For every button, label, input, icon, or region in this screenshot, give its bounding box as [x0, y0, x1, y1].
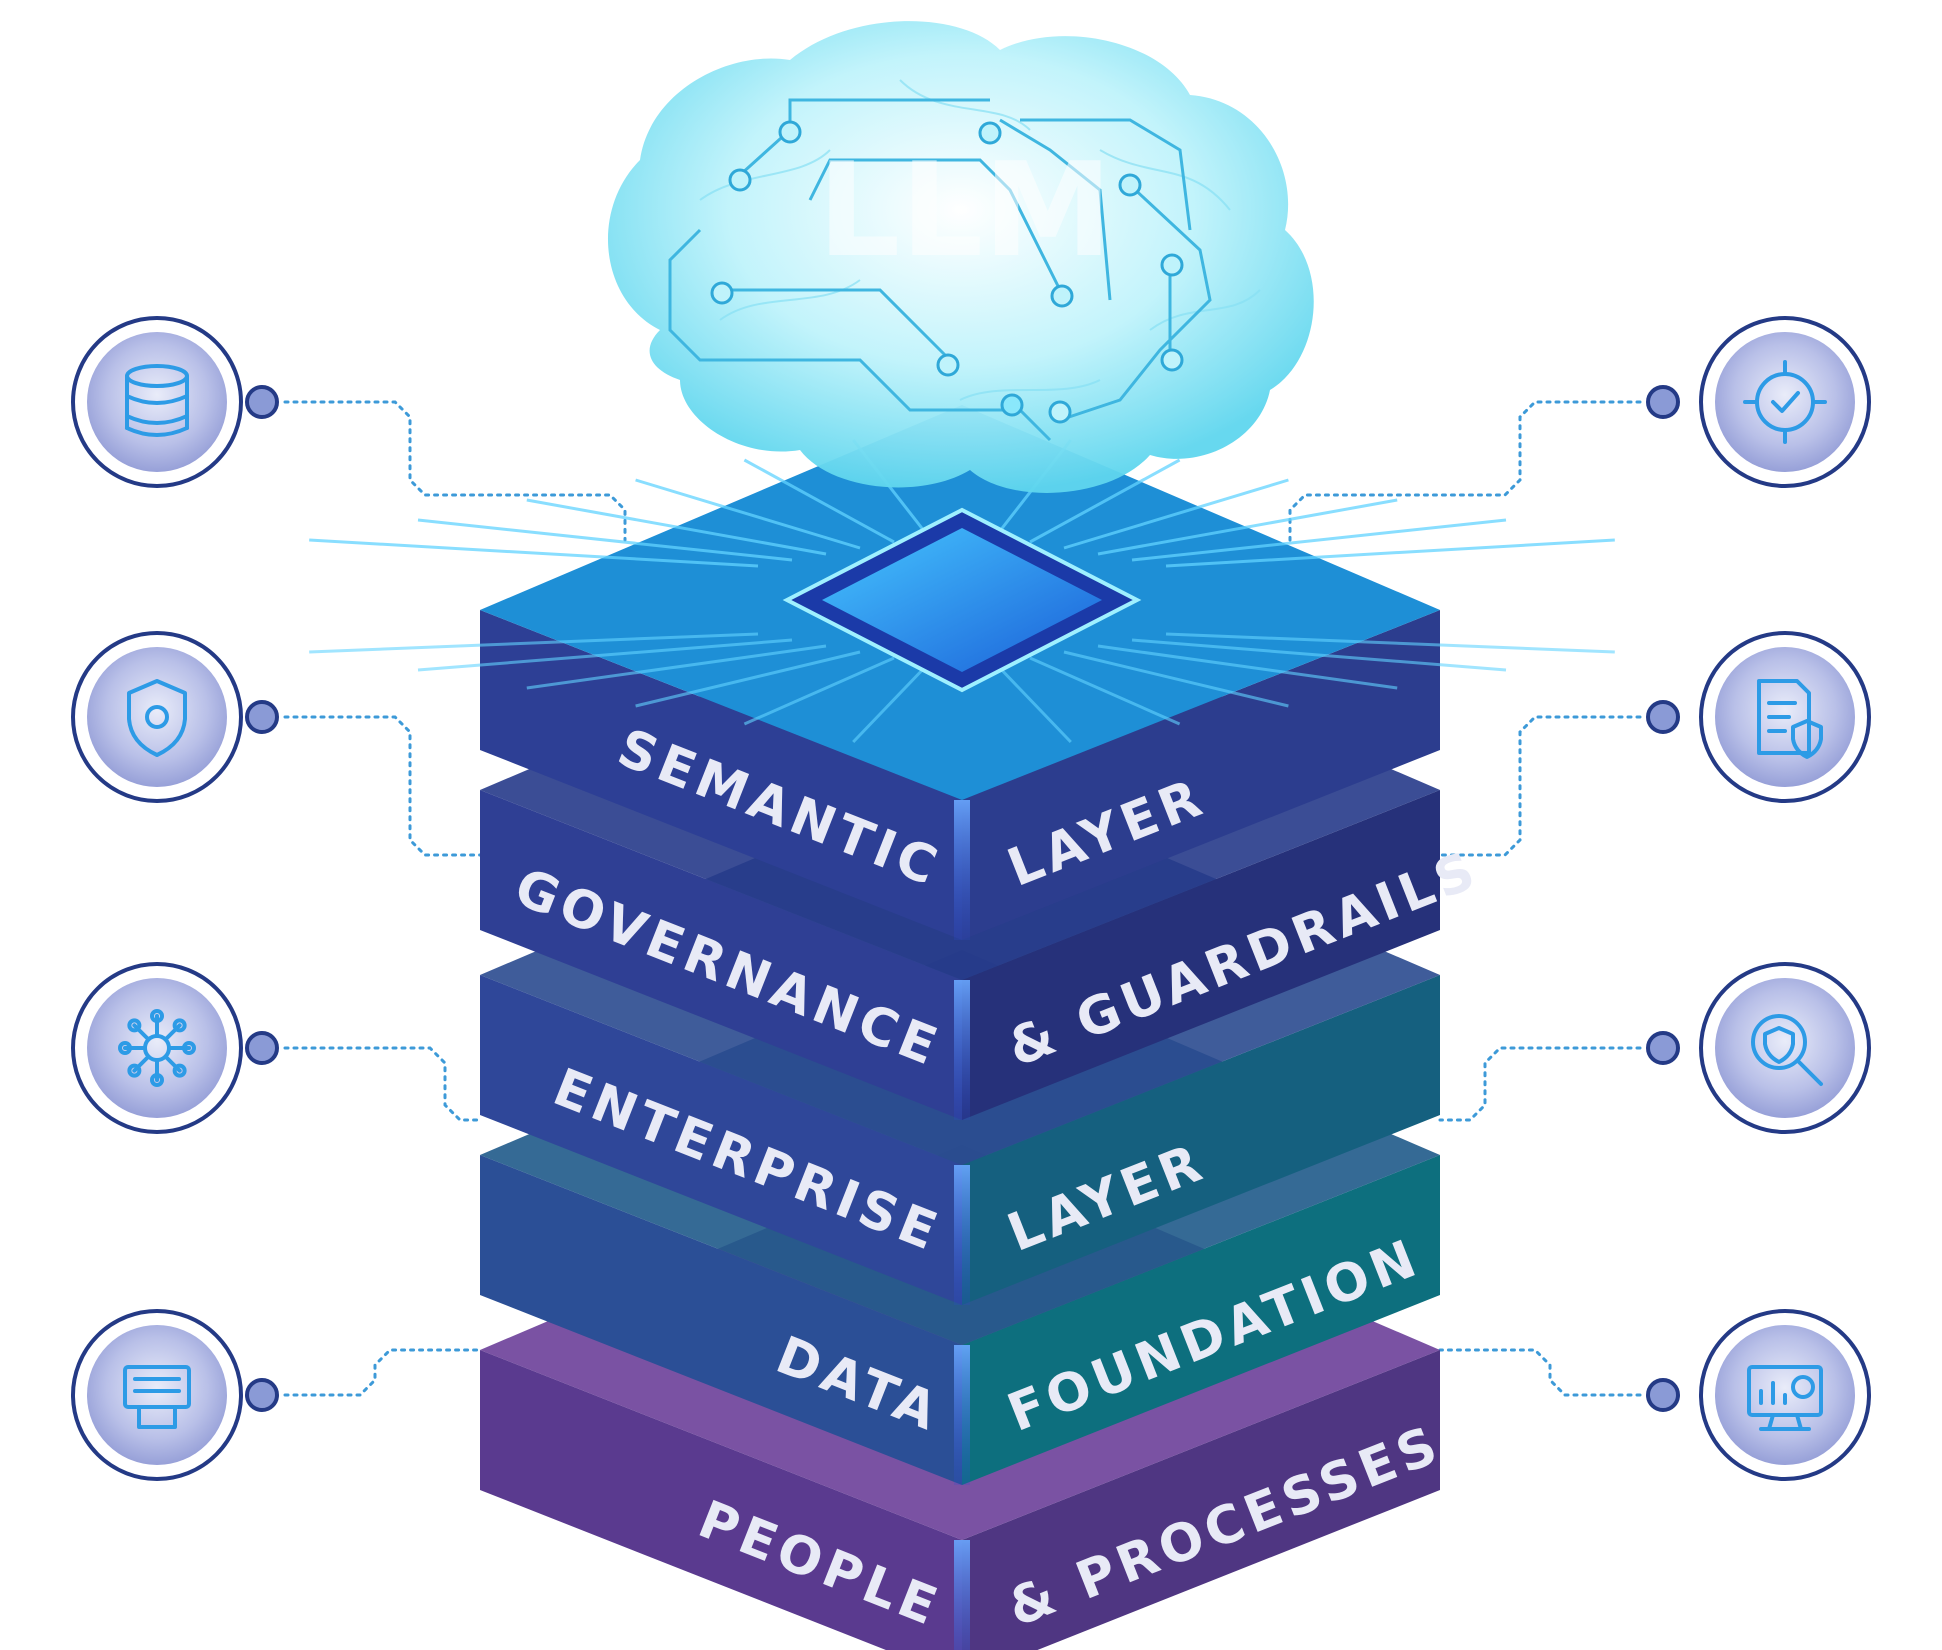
- badge-fill: [1715, 332, 1855, 472]
- layer-seam: [954, 980, 970, 1120]
- circuit-trace: [1029, 656, 1181, 726]
- brain-text: LLM: [817, 134, 1112, 286]
- layer-side-left: [480, 1350, 962, 1650]
- circuit-trace: [1165, 632, 1615, 654]
- layer-side-right: [962, 1155, 1440, 1485]
- layer-seam: [954, 800, 970, 940]
- circuit-board-top: [309, 439, 1615, 744]
- badge-fill: [87, 978, 227, 1118]
- connector-node: [1646, 1378, 1680, 1412]
- circuit-trace: [1029, 458, 1181, 544]
- database-icon: [125, 364, 189, 437]
- monitor-chart-icon: [1747, 1365, 1823, 1431]
- circuit-trace: [852, 662, 930, 744]
- circuit-trace: [417, 518, 793, 562]
- circuit-trace: [1165, 538, 1615, 568]
- connector-node: [1646, 385, 1680, 419]
- circuit-trace: [743, 656, 895, 726]
- brain-folds: [699, 79, 1261, 401]
- document-shield-icon: [1757, 679, 1823, 759]
- circuit-trace: [1131, 518, 1507, 562]
- circuit-trace: [309, 538, 759, 568]
- connector-node: [245, 1031, 279, 1065]
- circuit-trace: [309, 632, 759, 654]
- circuit-trace: [635, 650, 861, 708]
- right-badge-1: [1646, 316, 1871, 488]
- layer-side-left: [480, 1155, 962, 1485]
- layer-seam: [954, 1165, 970, 1305]
- layer-side-right: [962, 790, 1440, 1120]
- layer-seam: [954, 1540, 970, 1650]
- left-badge-1: [71, 316, 279, 488]
- magnifier-shield-icon: [1751, 1014, 1823, 1086]
- target-check-icon: [1743, 360, 1827, 444]
- badge-fill: [87, 1325, 227, 1465]
- circuit-trace: [1131, 638, 1507, 672]
- connector-node: [245, 385, 279, 419]
- left-badge-4: [71, 1309, 279, 1481]
- ai-brain: LLM: [607, 21, 1314, 493]
- left-badge-3: [71, 962, 279, 1134]
- connector-node: [245, 700, 279, 734]
- layer-seam: [954, 1345, 970, 1485]
- layer-side-left: [480, 610, 962, 940]
- circuit-trace: [417, 638, 793, 672]
- circuit-trace: [526, 644, 827, 690]
- layer-side-right: [962, 1350, 1440, 1650]
- circuit-trace: [526, 498, 827, 556]
- badge-fill: [87, 647, 227, 787]
- circuit-trace: [1063, 478, 1289, 550]
- layer-side-left: [480, 790, 962, 1120]
- layer-side-right: [962, 610, 1440, 940]
- layer-side-left: [480, 975, 962, 1305]
- circuit-trace: [743, 458, 895, 544]
- network-hub-icon: [118, 1009, 196, 1087]
- circuit-trace: [994, 662, 1072, 744]
- side-icons: [71, 316, 1871, 1481]
- right-badge-3: [1646, 962, 1871, 1134]
- server-rack-icon: [123, 1365, 191, 1429]
- circuit-trace: [1097, 644, 1398, 690]
- layer-side-right: [962, 975, 1440, 1305]
- circuit-trace: [1097, 498, 1398, 556]
- left-badge-2: [71, 631, 279, 803]
- shield-icon: [127, 679, 187, 757]
- right-badge-2: [1646, 631, 1871, 803]
- circuit-trace: [635, 478, 861, 550]
- badge-fill: [1715, 978, 1855, 1118]
- right-badge-4: [1646, 1309, 1871, 1481]
- connector-node: [245, 1378, 279, 1412]
- connector-node: [1646, 1031, 1680, 1065]
- chip-core: [822, 528, 1102, 672]
- connector-lines: [283, 400, 1642, 1397]
- connector-node: [1646, 700, 1680, 734]
- brain-circuit-nodes: [710, 120, 1184, 424]
- circuit-trace: [1063, 650, 1289, 708]
